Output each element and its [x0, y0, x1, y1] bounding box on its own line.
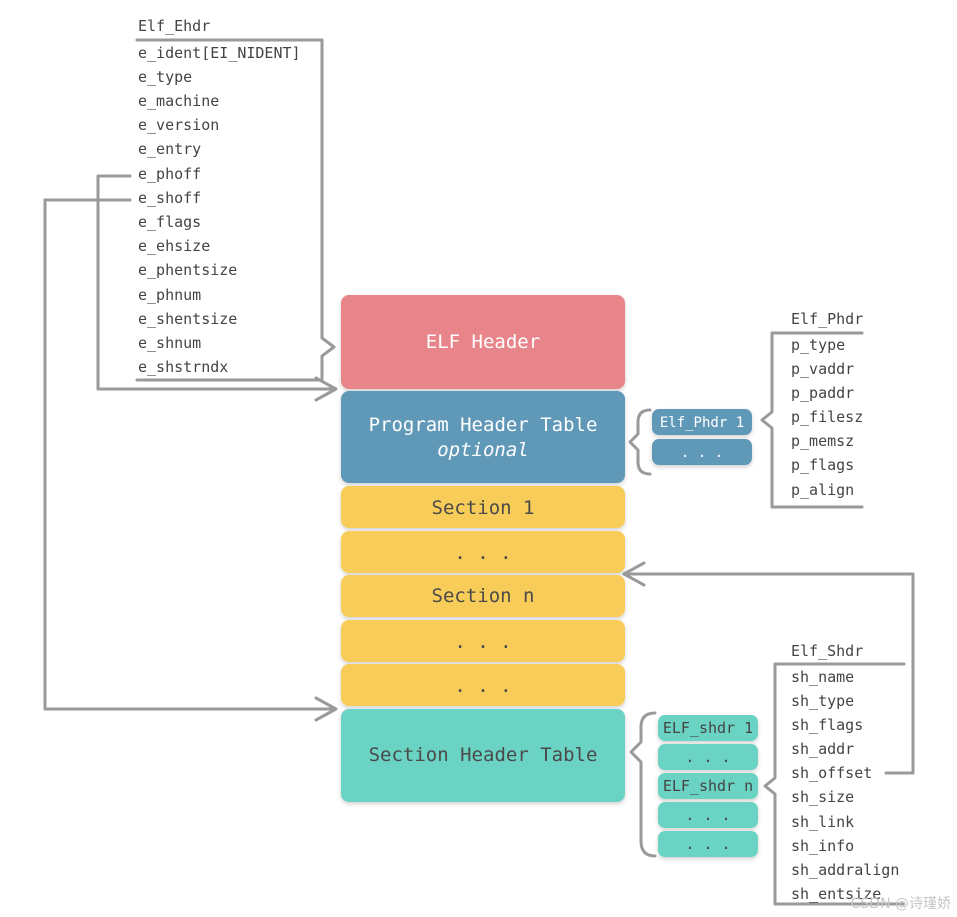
- shdr-field: sh_addralign: [791, 861, 899, 879]
- shdr-entry-stack: ELF_shdr 1 . . . ELF_shdr n . . . . . .: [658, 715, 758, 857]
- sht-brace: [629, 711, 657, 858]
- shdr-entry-ellipsis-label: . . .: [685, 748, 730, 766]
- section-header-table-label: Section Header Table: [369, 744, 598, 766]
- shdr-entry-ellipsis: [658, 744, 758, 770]
- ehdr-field: e_entry: [138, 140, 201, 158]
- phdr-entry-ellipsis: [652, 439, 752, 465]
- program-header-table-note: optional: [437, 439, 529, 461]
- phdr-field: p_paddr: [791, 384, 854, 402]
- elf-ehdr-struct: Elf_Ehdr e_ident[EI_NIDENT] e_type e_mac…: [138, 17, 301, 376]
- shdr-brace: [763, 662, 906, 906]
- shdr-entry-ellipsis: [658, 802, 758, 828]
- section-ellipsis-label: . . .: [454, 675, 511, 697]
- shdr-field: sh_type: [791, 692, 854, 710]
- ehdr-field: e_flags: [138, 213, 201, 231]
- phdr-entry-1: [652, 409, 752, 435]
- elf-header-label: ELF Header: [426, 331, 540, 353]
- elf-phdr-struct: Elf_Phdr p_type p_vaddr p_paddr p_filesz…: [791, 310, 863, 499]
- ehdr-field: e_shnum: [138, 334, 201, 352]
- phdr-entry-ellipsis-label: . . .: [681, 445, 723, 461]
- ehdr-field: e_shstrndx: [138, 358, 228, 376]
- phoff-arrowhead: [314, 376, 338, 402]
- ehdr-field: e_phentsize: [138, 261, 237, 279]
- shdr-field: sh_entsize: [791, 885, 881, 903]
- elf-file-blocks: ELF Header Program Header Table optional…: [341, 295, 625, 802]
- shdr-entry-ellipsis: [658, 831, 758, 857]
- section-ellipsis-label: . . .: [454, 631, 511, 653]
- ehdr-field: e_phnum: [138, 286, 201, 304]
- program-header-table-label: Program Header Table: [369, 414, 598, 436]
- shdr-entry-ellipsis-label: . . .: [685, 806, 730, 824]
- ehdr-field: e_ident[EI_NIDENT]: [138, 44, 301, 62]
- phdr-field: p_filesz: [791, 408, 863, 426]
- phdr-brace: [760, 331, 864, 509]
- shdr-entry-ellipsis-label: . . .: [685, 835, 730, 853]
- shdr-field: sh_info: [791, 837, 854, 855]
- ehdr-field: e_version: [138, 116, 219, 134]
- ehdr-field: e_machine: [138, 92, 219, 110]
- phdr-title: Elf_Phdr: [791, 310, 863, 328]
- section-ellipsis-label: . . .: [454, 542, 511, 564]
- shdr-field: sh_flags: [791, 716, 863, 734]
- phdr-field: p_align: [791, 481, 854, 499]
- section-ellipsis-block: [341, 664, 625, 706]
- shdr-field: sh_size: [791, 788, 854, 806]
- shdr-field: sh_link: [791, 813, 854, 831]
- shdr-entry-n: [658, 773, 758, 799]
- shdr-title: Elf_Shdr: [791, 642, 863, 660]
- shdr-entry-n-label: ELF_shdr n: [663, 777, 753, 795]
- program-header-table-block: [341, 391, 625, 483]
- ehdr-field: e_ehsize: [138, 237, 210, 255]
- phdr-entry-stack: Elf_Phdr 1 . . .: [652, 409, 752, 465]
- ehdr-field: e_shentsize: [138, 310, 237, 328]
- phdr-field: p_type: [791, 336, 845, 354]
- ehdr-field: e_phoff: [138, 165, 201, 183]
- elf-shdr-struct: Elf_Shdr sh_name sh_type sh_flags sh_add…: [791, 642, 899, 903]
- phdr-entry-1-label: Elf_Phdr 1: [660, 415, 744, 431]
- watermark: CSDN @诗瑾娇: [850, 896, 951, 912]
- shdr-field: sh_offset: [791, 764, 872, 782]
- pht-brace: [628, 408, 652, 476]
- ehdr-field: e_type: [138, 68, 192, 86]
- section-n-label: Section n: [432, 585, 535, 607]
- ehdr-top-rule: [135, 38, 336, 382]
- shoff-connector: [43, 198, 336, 711]
- connectors: [43, 38, 915, 906]
- shoff-arrowhead: [314, 696, 338, 722]
- ehdr-title: Elf_Ehdr: [138, 17, 210, 35]
- section-1-block: [341, 486, 625, 528]
- section-n-block: [341, 575, 625, 617]
- shdr-entry-1: [658, 715, 758, 741]
- shdr-field: sh_name: [791, 668, 854, 686]
- phoff-connector: [96, 174, 336, 391]
- phdr-field: p_vaddr: [791, 360, 854, 378]
- elf-header-block: [341, 295, 625, 389]
- section-header-table-block: [341, 709, 625, 802]
- section-ellipsis-block: [341, 531, 625, 573]
- shoffset-arrowhead: [622, 561, 646, 587]
- shdr-entry-1-label: ELF_shdr 1: [663, 719, 753, 737]
- section-ellipsis-block: [341, 620, 625, 662]
- phdr-field: p_flags: [791, 456, 854, 474]
- shdr-field: sh_addr: [791, 740, 854, 758]
- ehdr-field: e_shoff: [138, 189, 201, 207]
- shoffset-connector: [622, 572, 915, 775]
- phdr-field: p_memsz: [791, 432, 854, 450]
- section-1-label: Section 1: [432, 497, 535, 519]
